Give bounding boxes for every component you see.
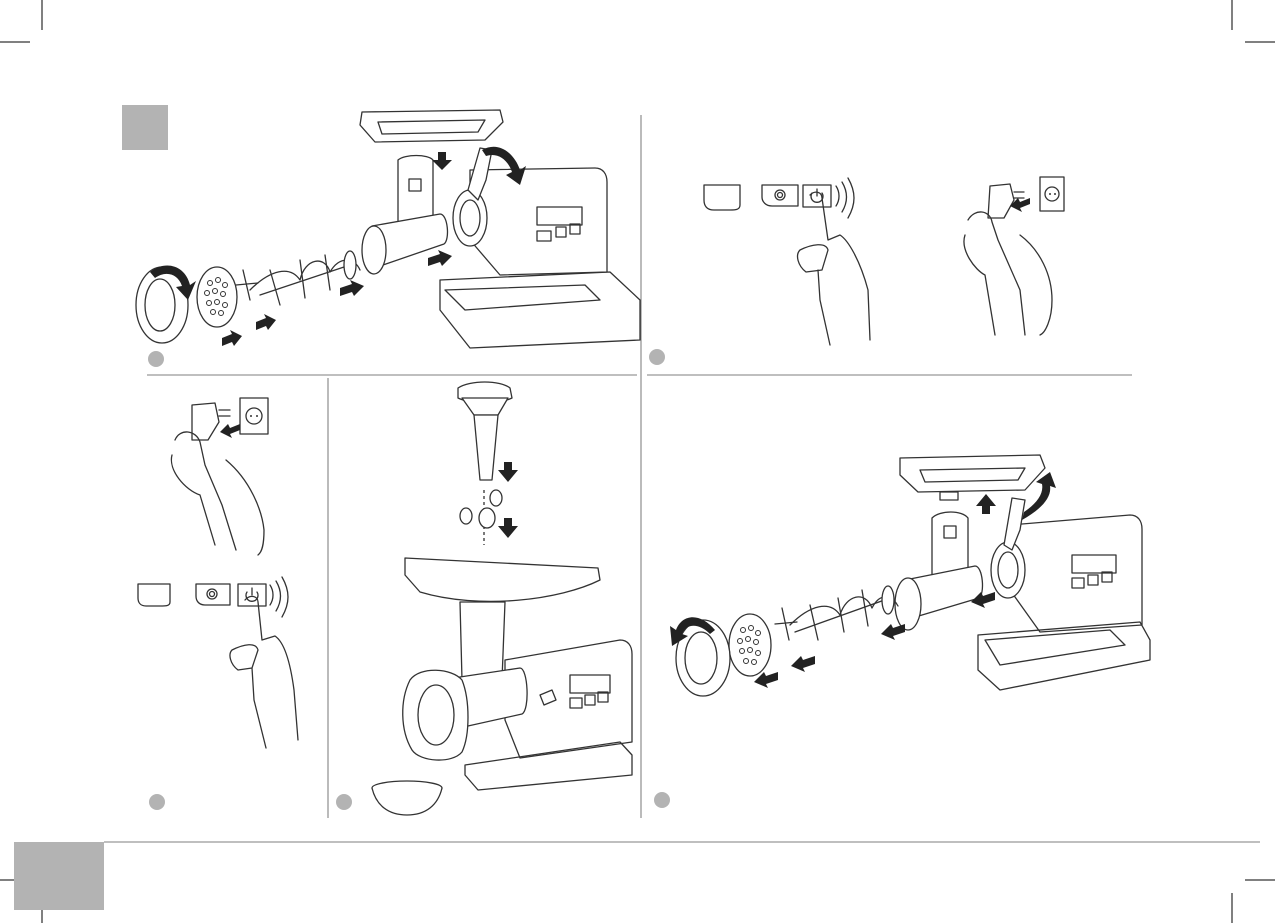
blade [775, 608, 797, 640]
step-badge-icon [654, 792, 670, 808]
cutting-plate [729, 614, 771, 676]
locking-ring [676, 620, 730, 696]
auger [790, 586, 898, 640]
arrow-icon [791, 656, 815, 672]
food-tray [900, 455, 1045, 500]
arrow-icon [976, 494, 996, 514]
motor-housing [978, 515, 1150, 690]
arrow-icon [881, 624, 905, 640]
screw-housing [895, 566, 982, 630]
